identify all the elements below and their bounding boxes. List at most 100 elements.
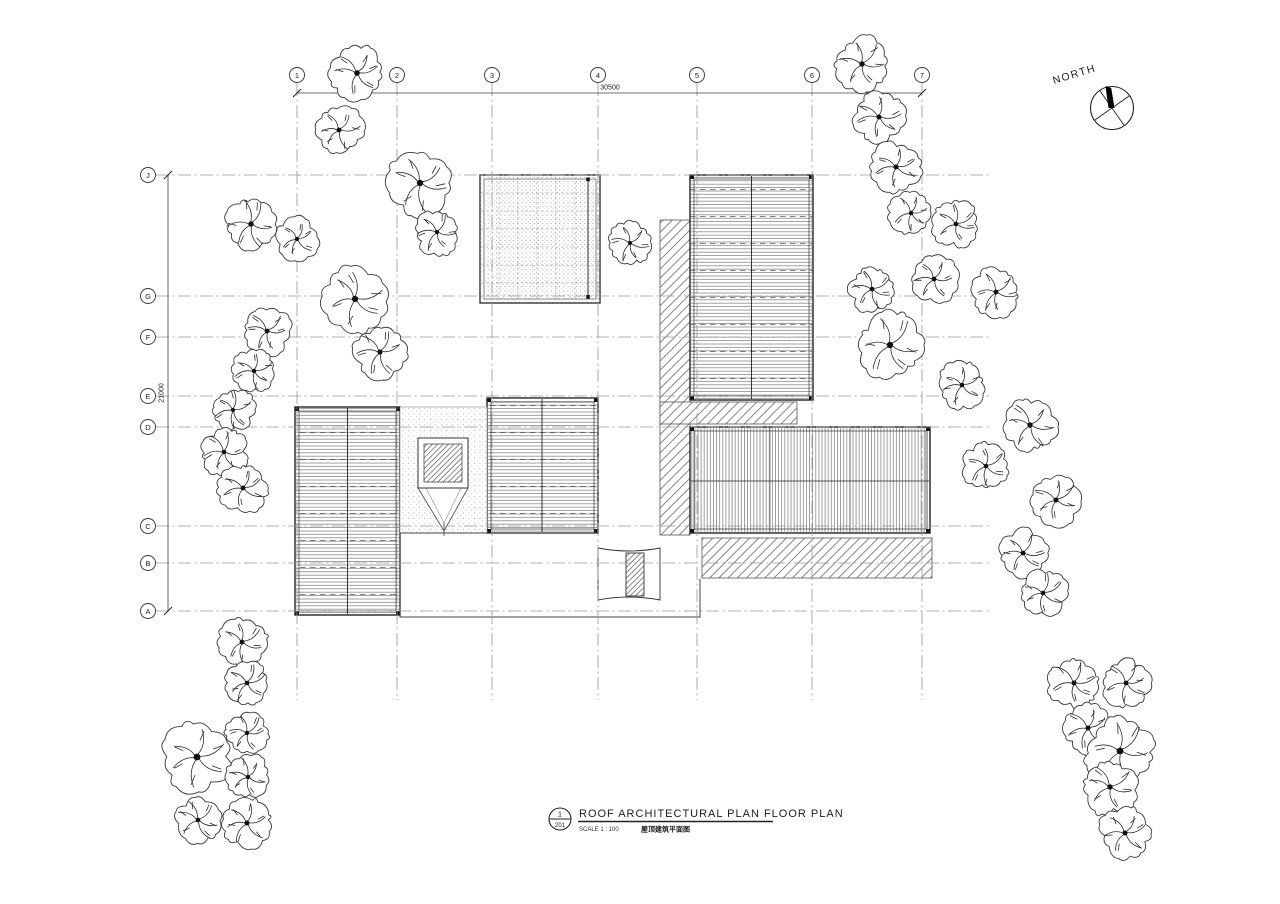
tree xyxy=(1020,568,1070,617)
tree-trunk xyxy=(248,221,254,227)
grid-bubble-col-5: 5 xyxy=(689,67,705,83)
tree-branches xyxy=(417,214,457,251)
tree-trunk xyxy=(336,127,342,133)
dimension-value: 30500 xyxy=(600,85,620,92)
tree-trunk xyxy=(416,179,424,187)
tree-branches xyxy=(968,448,1004,488)
tree-trunk xyxy=(195,817,201,823)
tree-branches xyxy=(172,728,225,788)
tree xyxy=(211,389,257,431)
grid-bubble-col-6: 6 xyxy=(804,67,820,83)
tree xyxy=(223,711,271,754)
tree-trunk xyxy=(1071,680,1077,686)
building-north-louver-roof xyxy=(689,174,814,401)
tree-branches xyxy=(332,271,383,328)
grid-label: E xyxy=(145,392,150,401)
skylight-grid-lines xyxy=(481,177,599,301)
tree xyxy=(887,190,932,235)
tree-trunk xyxy=(876,114,882,120)
grid-annotation-layer: 1 2 3 4 5 6 7 J G F E D C B A 30500 2100… xyxy=(140,67,930,619)
north-arrow: NORTH xyxy=(1051,62,1135,131)
tree xyxy=(1046,658,1100,711)
tree xyxy=(998,526,1050,580)
tree-branches xyxy=(864,318,919,370)
tree xyxy=(224,198,278,252)
tree-trunk xyxy=(244,680,250,686)
tree-trunk xyxy=(993,289,999,295)
dimension-vertical: 21000 xyxy=(159,170,173,616)
dimension-horizontal: 30500 xyxy=(292,85,927,98)
tree-trunk xyxy=(859,61,865,67)
tree xyxy=(275,214,321,263)
tree-branches xyxy=(977,273,1018,311)
tree-branches xyxy=(1008,404,1055,447)
tree-trunk xyxy=(908,210,914,216)
roof-hatch-strip-lower xyxy=(701,537,933,579)
grid-label: A xyxy=(145,607,150,616)
tree-branches xyxy=(1106,663,1145,705)
tree-trunk xyxy=(953,221,959,227)
tree-trunk xyxy=(959,382,965,388)
tree xyxy=(608,219,653,265)
tree-trunk xyxy=(1053,497,1059,503)
tree xyxy=(851,90,907,145)
tree-trunk xyxy=(294,236,300,242)
skylight-funnel xyxy=(417,437,469,536)
tree-branches xyxy=(611,226,650,262)
grid-bubble-col-7: 7 xyxy=(914,67,930,83)
tree xyxy=(314,105,366,154)
grid-label: J xyxy=(146,171,150,180)
tree-trunk xyxy=(983,463,989,469)
tree-branches xyxy=(1002,534,1045,571)
tree xyxy=(1002,398,1060,453)
tree xyxy=(230,348,275,393)
north-needle xyxy=(1105,86,1115,108)
tree xyxy=(224,660,268,706)
tree-branches xyxy=(356,331,400,374)
title-block: 1 201 ROOF ARCHITECTURAL PLAN FLOOR PLAN… xyxy=(548,807,843,834)
tree xyxy=(244,307,293,358)
tree-branches xyxy=(234,353,273,391)
tree-trunk xyxy=(244,820,250,826)
detail-ref-number: 1 xyxy=(558,810,562,819)
tree-trunk xyxy=(1085,725,1091,731)
tree-branches xyxy=(225,623,262,664)
grid-lines-layer xyxy=(156,83,990,700)
dimension-value: 21000 xyxy=(159,383,166,403)
tree-branches xyxy=(1034,480,1076,519)
tree xyxy=(869,140,924,195)
building-west-louver-roof xyxy=(294,406,401,616)
tree xyxy=(961,440,1010,489)
tree-branches xyxy=(321,113,361,150)
grid-label: 4 xyxy=(596,71,600,80)
tree xyxy=(200,426,249,477)
building-east-slat-roof xyxy=(689,426,931,534)
tree-trunk xyxy=(1123,680,1129,686)
tree xyxy=(224,753,270,798)
tree-trunk xyxy=(221,449,227,455)
tree-trunk xyxy=(377,349,383,355)
tree-branches xyxy=(1088,766,1133,808)
grid-bubble-row-G: G xyxy=(140,288,156,304)
tree-branches xyxy=(395,158,447,213)
tree-branches xyxy=(1052,661,1096,702)
grid-bubble-row-D: D xyxy=(140,419,156,435)
drawing-title-cn: 屋顶建筑平面图 xyxy=(641,825,690,834)
building-skylight-roof xyxy=(479,174,601,304)
tree xyxy=(351,326,409,382)
tree-branches xyxy=(838,42,885,83)
tree-branches xyxy=(229,716,265,750)
roof-hatch-strip-upper xyxy=(659,401,798,425)
tree-branches xyxy=(223,470,264,506)
tree-branches xyxy=(228,757,266,795)
tree xyxy=(911,254,960,304)
tree-trunk xyxy=(230,407,236,413)
tree-trunk xyxy=(869,286,875,292)
stair-window-box xyxy=(597,547,661,601)
tree-trunk xyxy=(1107,784,1113,790)
tree-trunk xyxy=(893,164,899,170)
grid-label: F xyxy=(146,333,151,342)
tree xyxy=(938,359,986,411)
tree xyxy=(384,151,452,220)
